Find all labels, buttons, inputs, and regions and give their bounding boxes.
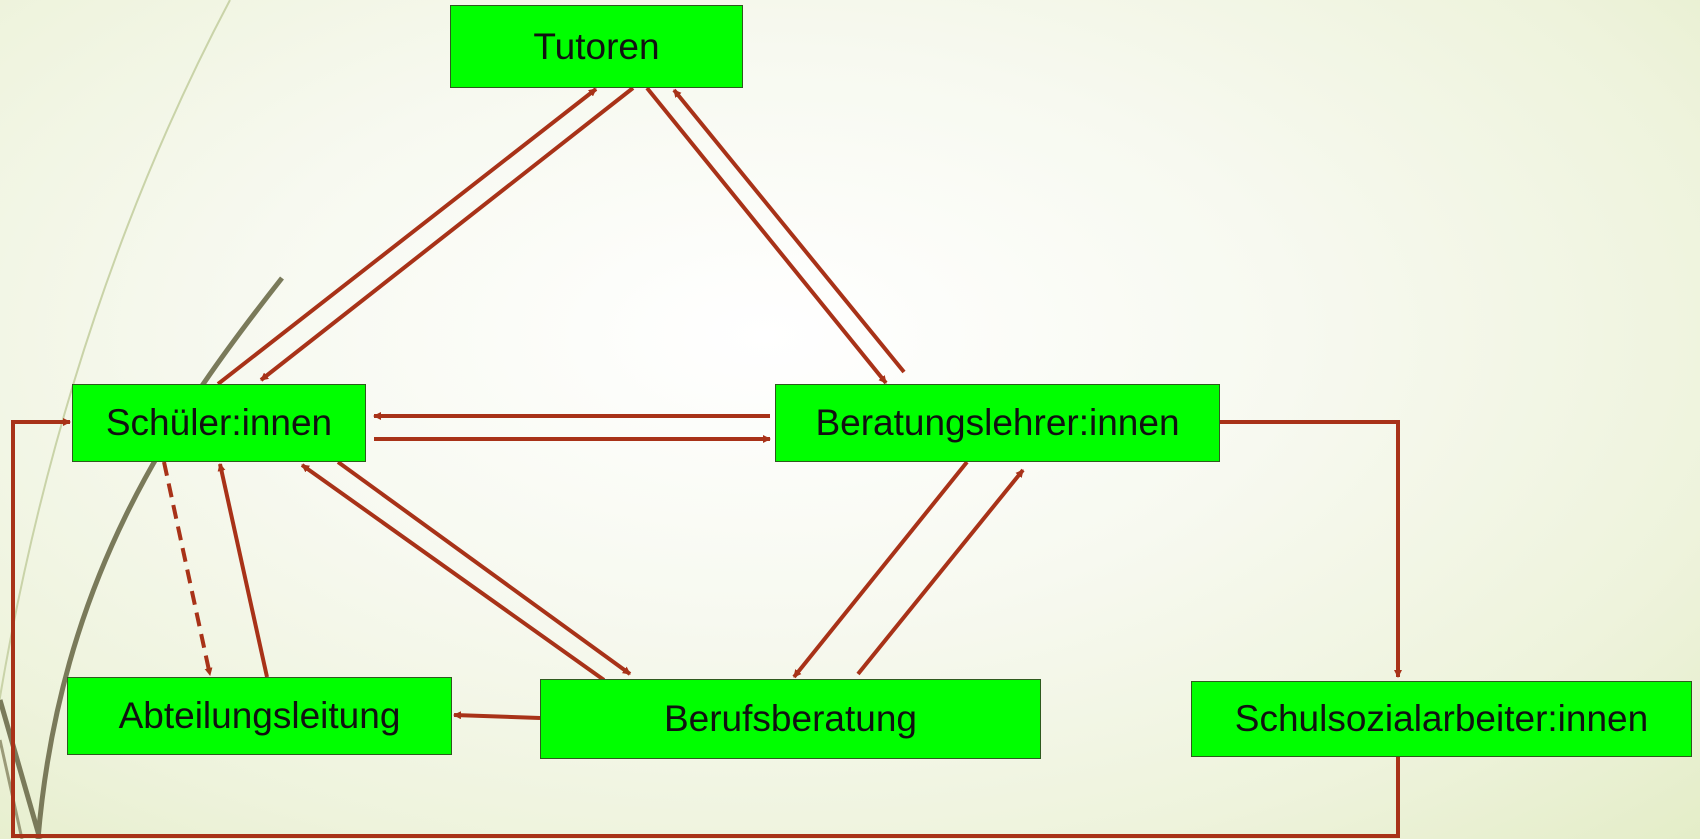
edge-berufsberatung-to-abteilungsleitung [453, 711, 541, 720]
node-abteilungsleitung: Abteilungsleitung [67, 677, 452, 755]
edge-beratungslehrer-to-tutoren [672, 88, 906, 374]
node-label: Schüler:innen [105, 402, 333, 443]
node-tutoren: Tutoren [450, 5, 743, 88]
decorative-curve [0, 699, 43, 839]
node-beratungslehrer: Beratungslehrer:innen [775, 384, 1220, 462]
edge-schulsozialarbeiter-to-schueler [11, 418, 1400, 838]
edge-beratungslehrer-to-berufsberatung [792, 460, 969, 679]
node-berufsberatung: Berufsberatung [540, 679, 1041, 759]
node-label: Abteilungsleitung [118, 695, 401, 736]
edge-beratungslehrer-to-schulsozialarbeiter [1220, 420, 1402, 678]
edge-berufsberatung-to-beratungslehrer [856, 468, 1025, 676]
node-label: Tutoren [533, 25, 660, 67]
decorative-curve [35, 276, 284, 839]
decorative-curve [0, 0, 231, 704]
node-label: Beratungslehrer:innen [815, 402, 1180, 443]
node-schueler: Schüler:innen [72, 384, 366, 462]
edge-berufsberatung-to-schueler [300, 463, 606, 682]
node-label: Schulsozialarbeiter:innen [1234, 698, 1649, 739]
edge-schueler-to-tutoren [216, 87, 598, 386]
edge-schueler-to-berufsberatung [336, 460, 632, 676]
edge-schueler-to-abteilungsleitung [162, 461, 213, 676]
node-schulsozialarbeiter: Schulsozialarbeiter:innen [1191, 681, 1692, 757]
edge-abteilungsleitung-to-schueler [217, 463, 269, 678]
edge-tutoren-to-schueler [259, 86, 635, 382]
edge-tutoren-to-beratungslehrer [645, 86, 888, 385]
node-label: Berufsberatung [663, 698, 917, 739]
